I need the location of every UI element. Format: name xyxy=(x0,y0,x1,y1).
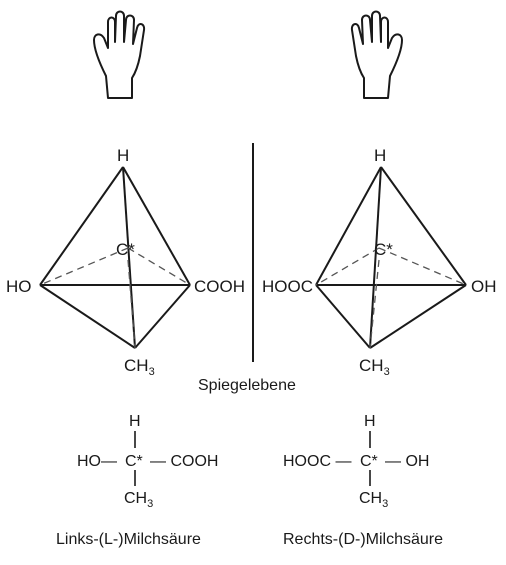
right-hand-icon xyxy=(350,10,403,99)
right-right-label: OH xyxy=(471,277,497,296)
mirror-plane-label: Spiegelebene xyxy=(198,377,296,394)
left-caption: Links-(L-)Milchsäure xyxy=(56,531,201,548)
left-top-label: H xyxy=(117,146,129,165)
right-center-label: C* xyxy=(374,240,393,259)
right-fischer-bottom: CH3 xyxy=(359,490,388,510)
left-right-label: COOH xyxy=(194,277,245,296)
left-left-label: HO xyxy=(6,277,32,296)
right-top-label: H xyxy=(374,146,386,165)
right-tetrahedron xyxy=(315,166,467,349)
right-fischer-top: H xyxy=(364,413,376,430)
left-tetrahedron xyxy=(39,166,191,349)
right-left-label: HOOC xyxy=(262,277,313,296)
left-fischer-right: — COOH xyxy=(150,453,218,470)
right-fischer-left: HOOC — xyxy=(283,453,351,470)
left-fischer-left: HO— xyxy=(77,453,117,470)
left-fischer-top: H xyxy=(129,413,141,430)
left-bottom-label: CH3 xyxy=(124,356,155,378)
left-fischer-bottom: CH3 xyxy=(124,490,153,510)
right-caption: Rechts-(D-)Milchsäure xyxy=(283,531,443,548)
right-bottom-label: CH3 xyxy=(359,356,390,378)
left-fischer-center: C* xyxy=(125,453,143,470)
left-center-label: C* xyxy=(116,240,135,259)
right-fischer-center: C* xyxy=(360,453,378,470)
right-fischer-right: — OH xyxy=(385,453,429,470)
left-hand-icon xyxy=(93,10,146,99)
